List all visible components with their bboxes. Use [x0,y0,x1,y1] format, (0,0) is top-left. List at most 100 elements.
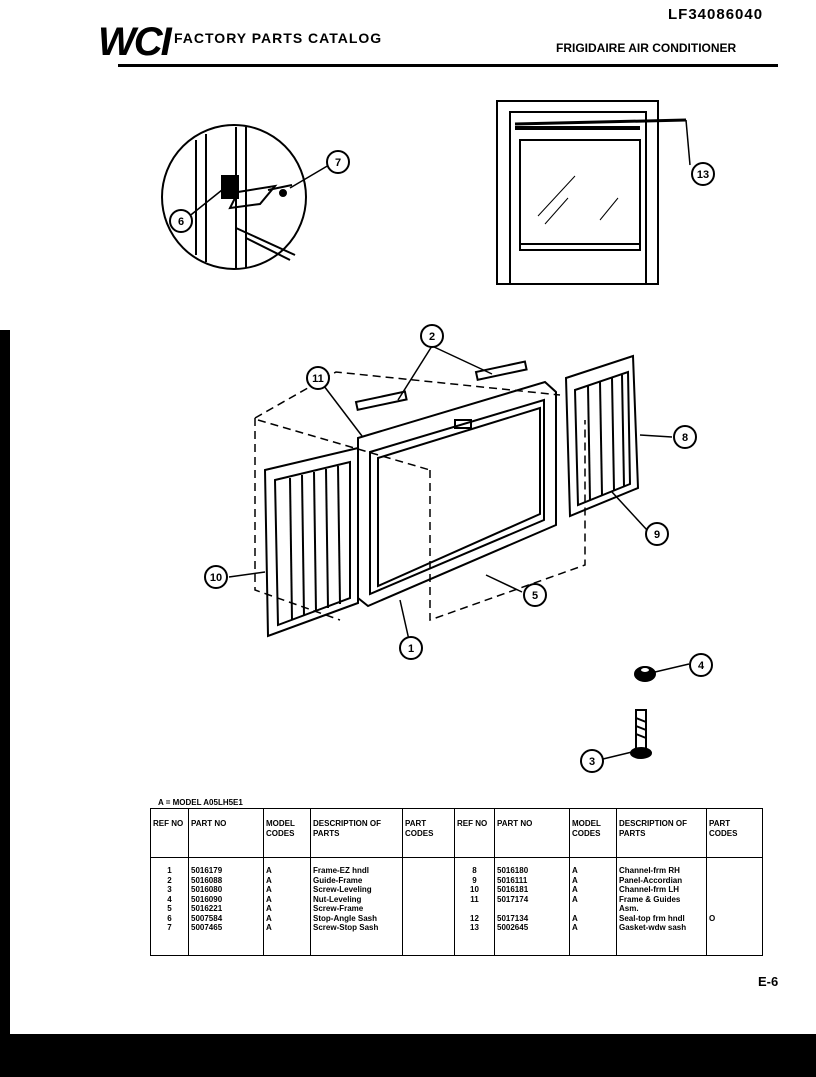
page-number: E-6 [758,974,779,989]
wci-logo: WCI [98,20,172,64]
callout-7: 7 [335,157,341,169]
model-code-cell [572,904,614,914]
ref-column-left: 1 2 3 4 5 6 7 [150,857,189,956]
header-part-no: PART NO [188,808,264,858]
ref-no-cell [457,904,492,914]
description-cell: Frame-EZ hndl [313,866,370,875]
leveling-nut [634,666,656,682]
callout-11: 11 [312,373,324,385]
table-header-row: REF NO PART NO MODEL CODES DESCRIPTION O… [150,808,763,858]
part-code-cell [709,895,760,905]
detail-view-stop-angle [161,124,307,270]
part-code-cell [709,904,760,914]
description-cell: Seal-top frm hndl [619,913,685,923]
model-code-cell: A [572,875,578,885]
model-code-cell: A [266,923,272,932]
part-code-cell [709,866,760,876]
header-part-codes: PART CODES [402,808,455,858]
callout-13: 13 [697,169,709,181]
part-no-cell: 5007465 [191,923,223,932]
header-ref-no: REF NO [150,808,189,858]
model-code-cell: A [572,894,578,904]
table-row: 1 2 3 4 5 6 7 5016179 5016088 5016080 50… [150,857,763,956]
part-no-cell: 5016111 [497,875,528,885]
guide-frame-right [474,360,528,382]
description-cell: Screw-Stop Sash [313,923,379,932]
front-frame [357,380,557,608]
header-ref-no: REF NO [454,808,495,858]
description-cell: Asm. [619,904,639,913]
part-no-cell: 5016221 [191,904,223,913]
callout-3: 3 [589,756,595,768]
part-codes-column-right: O [706,857,763,956]
left-accordion-panel [263,446,359,638]
ref-no-cell: 4 [167,894,172,904]
model-code-cell: A [266,866,272,875]
part-no-cell: 5017134 [497,913,529,923]
part-no-cell: 5017174 [497,894,529,904]
header-part-no: PART NO [494,808,570,858]
description-column-right: Channel-frm RH Panel-Accordian Channel-f… [616,857,707,956]
model-code-cell: A [266,875,272,885]
part-column-left: 5016179 5016088 5016080 5016090 5016221 … [188,857,264,956]
right-accordion-panel [564,354,640,518]
ref-no-cell: 10 [470,885,479,894]
catalog-title: FACTORY PARTS CATALOG [174,30,383,46]
product-subtitle: FRIGIDAIRE AIR CONDITIONER [556,41,737,55]
model-code-cell: A [572,923,578,932]
ref-no-cell: 9 [472,875,477,885]
ref-no-cell: 2 [167,875,172,885]
model-code-cell: A [266,913,272,923]
callout-5: 5 [532,590,538,602]
ref-no-cell: 5 [167,904,172,913]
description-cell: Screw-Leveling [313,885,372,894]
model-note: A = MODEL A05LH5E1 [158,798,243,807]
ref-column-right: 8 9 10 11 12 13 [454,857,495,956]
ref-no-cell: 7 [167,923,172,932]
part-no-cell: 5016090 [191,894,223,904]
model-column-right: A A A A A A [569,857,617,956]
cabinet-outline [254,371,586,622]
model-column-left: A A A A A A A [263,857,311,956]
callout-10: 10 [210,572,222,584]
catalog-number: LF34086040 [668,6,764,23]
description-cell: Nut-Leveling [313,894,362,904]
description-cell: Screw-Frame [313,904,364,913]
part-no-cell: 5016088 [191,875,223,885]
ref-no-cell: 8 [472,866,477,875]
header-description: DESCRIPTION OF PARTS [616,808,707,858]
exploded-parts-diagram: 7 6 13 2 11 8 9 10 1 5 4 3 [161,100,715,773]
ref-no-cell: 3 [167,885,172,894]
scan-border-bottom [0,1034,816,1077]
part-no-cell: 5016180 [497,866,529,875]
ref-no-cell: 1 [167,866,172,875]
description-cell: Channel-frm LH [619,885,679,894]
description-column-left: Frame-EZ hndl Guide-Frame Screw-Leveling… [310,857,403,956]
part-no-cell: 5002645 [497,923,529,932]
part-code-cell [709,885,760,895]
model-code-cell: A [266,885,272,894]
part-no-cell: 5016181 [497,885,529,894]
model-code-cell: A [572,913,578,923]
ref-no-cell: 12 [470,913,479,923]
header-part-codes: PART CODES [706,808,763,858]
ref-no-cell: 13 [470,923,479,932]
header-rule [118,64,778,67]
model-code-cell: A [266,894,272,904]
leveling-screw [630,709,652,759]
callout-4: 4 [698,660,705,672]
part-code-cell [709,876,760,886]
callout-8: 8 [682,432,688,444]
guide-frame-left [354,390,408,412]
header-model-codes: MODEL CODES [569,808,617,858]
header-model-codes: MODEL CODES [263,808,311,858]
description-cell: Channel-frm RH [619,866,680,875]
part-code-cell: O [709,913,716,923]
part-no-cell [497,904,567,914]
window-sash-view [496,100,687,285]
description-cell: Gasket-wdw sash [619,923,687,932]
model-code-cell: A [572,866,578,875]
part-no-cell: 5007584 [191,913,223,923]
ref-no-cell: 6 [167,913,172,923]
ref-no-cell: 11 [470,894,479,904]
